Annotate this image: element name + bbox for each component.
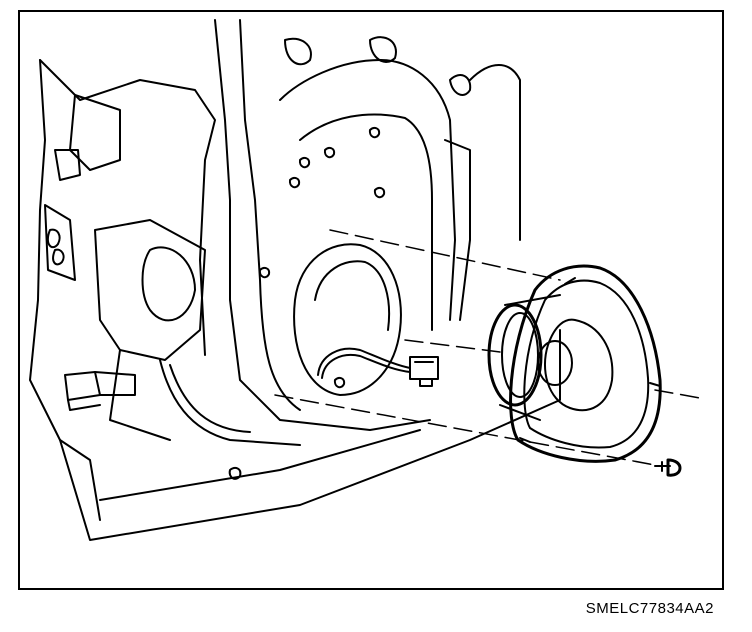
door-inner-panel (30, 60, 560, 540)
speaker-cavity (215, 20, 520, 430)
figure-frame (18, 10, 724, 590)
door-speaker-diagram (18, 10, 724, 590)
figure-code: SMELC77834AA2 (585, 600, 714, 617)
speaker-wire-connector (318, 349, 438, 386)
alignment-lines (275, 230, 700, 465)
speaker-mounting-screw (655, 460, 680, 475)
door-speaker (489, 266, 660, 461)
